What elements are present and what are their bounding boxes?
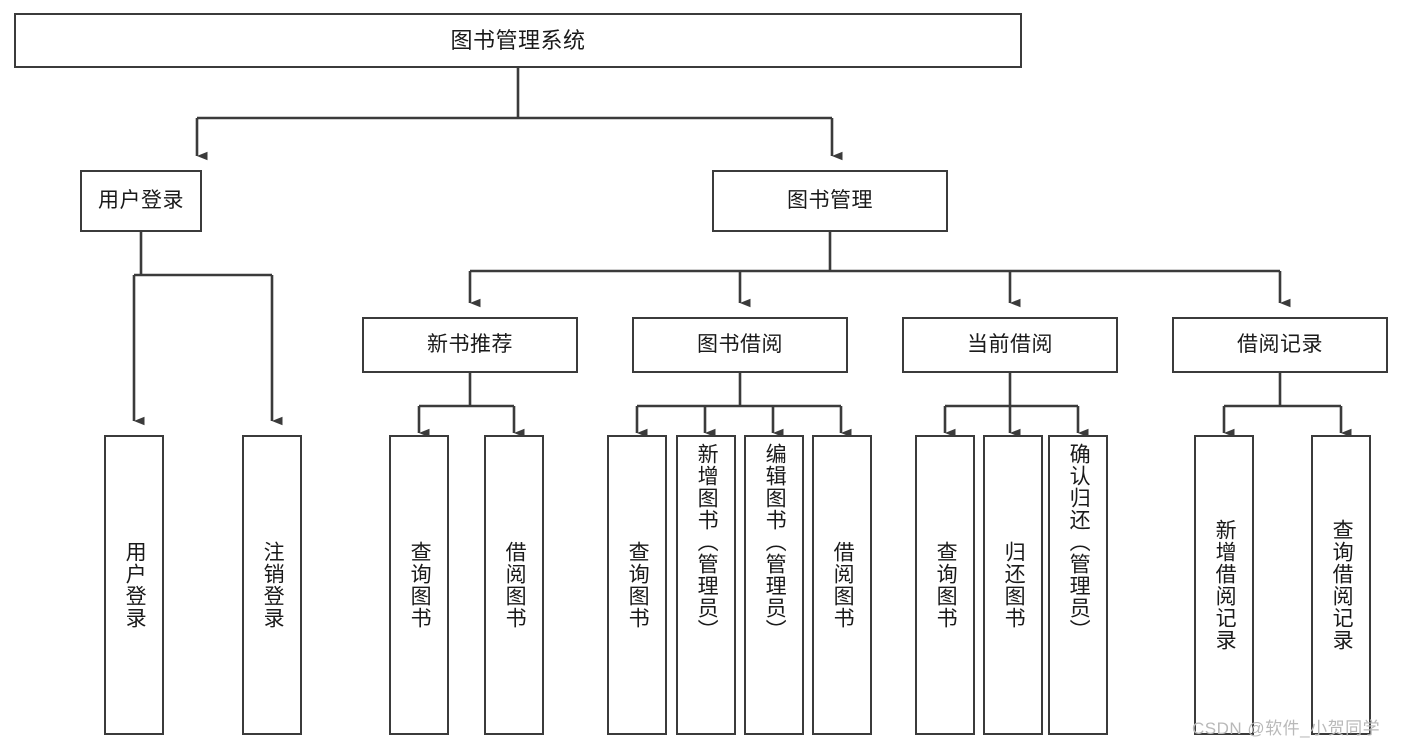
node-current-borrow[interactable]: 当前借阅	[902, 317, 1118, 373]
leaf-return-book-label: 归还图书	[1002, 541, 1026, 629]
node-root[interactable]: 图书管理系统	[14, 13, 1022, 68]
leaf-query-book-3-label: 查询图书	[934, 541, 958, 629]
leaf-user-login-label: 用户登录	[123, 541, 147, 629]
node-borrow-record[interactable]: 借阅记录	[1172, 317, 1388, 373]
node-user-login[interactable]: 用户登录	[80, 170, 202, 232]
node-new-book-rec[interactable]: 新书推荐	[362, 317, 578, 373]
leaf-confirm-return-label: 确认归还（管理员）	[1067, 443, 1091, 641]
leaf-borrow-book-1[interactable]: 借阅图书	[484, 435, 544, 735]
leaf-add-record-label: 新增借阅记录	[1213, 519, 1237, 651]
leaf-query-book-1[interactable]: 查询图书	[389, 435, 449, 735]
leaf-add-book-label: 新增图书（管理员）	[695, 443, 719, 641]
leaf-query-book-2-label: 查询图书	[626, 541, 650, 629]
leaf-user-login[interactable]: 用户登录	[104, 435, 164, 735]
node-new-book-rec-label: 新书推荐	[427, 332, 513, 356]
leaf-add-record[interactable]: 新增借阅记录	[1194, 435, 1254, 735]
leaf-logout[interactable]: 注销登录	[242, 435, 302, 735]
leaf-query-record-label: 查询借阅记录	[1330, 519, 1354, 651]
node-current-borrow-label: 当前借阅	[967, 332, 1053, 356]
leaf-borrow-book-1-label: 借阅图书	[503, 541, 527, 629]
leaf-borrow-book-2-label: 借阅图书	[831, 541, 855, 629]
node-book-borrow-label: 图书借阅	[697, 332, 783, 356]
leaf-borrow-book-2[interactable]: 借阅图书	[812, 435, 872, 735]
leaf-query-record[interactable]: 查询借阅记录	[1311, 435, 1371, 735]
csdn-watermark: CSDN @软件_小贺同学	[1192, 719, 1381, 738]
leaf-return-book[interactable]: 归还图书	[983, 435, 1043, 735]
leaf-edit-book-label: 编辑图书（管理员）	[763, 443, 787, 641]
leaf-edit-book[interactable]: 编辑图书（管理员）	[744, 435, 804, 735]
node-book-manage-label: 图书管理	[787, 188, 873, 212]
leaf-logout-label: 注销登录	[261, 541, 285, 629]
node-user-login-label: 用户登录	[98, 188, 184, 212]
leaf-query-book-3[interactable]: 查询图书	[915, 435, 975, 735]
leaf-add-book[interactable]: 新增图书（管理员）	[676, 435, 736, 735]
node-book-manage[interactable]: 图书管理	[712, 170, 948, 232]
node-borrow-record-label: 借阅记录	[1237, 332, 1323, 356]
node-root-label: 图书管理系统	[450, 27, 586, 53]
node-book-borrow[interactable]: 图书借阅	[632, 317, 848, 373]
leaf-confirm-return[interactable]: 确认归还（管理员）	[1048, 435, 1108, 735]
leaf-query-book-1-label: 查询图书	[408, 541, 432, 629]
leaf-query-book-2[interactable]: 查询图书	[607, 435, 667, 735]
